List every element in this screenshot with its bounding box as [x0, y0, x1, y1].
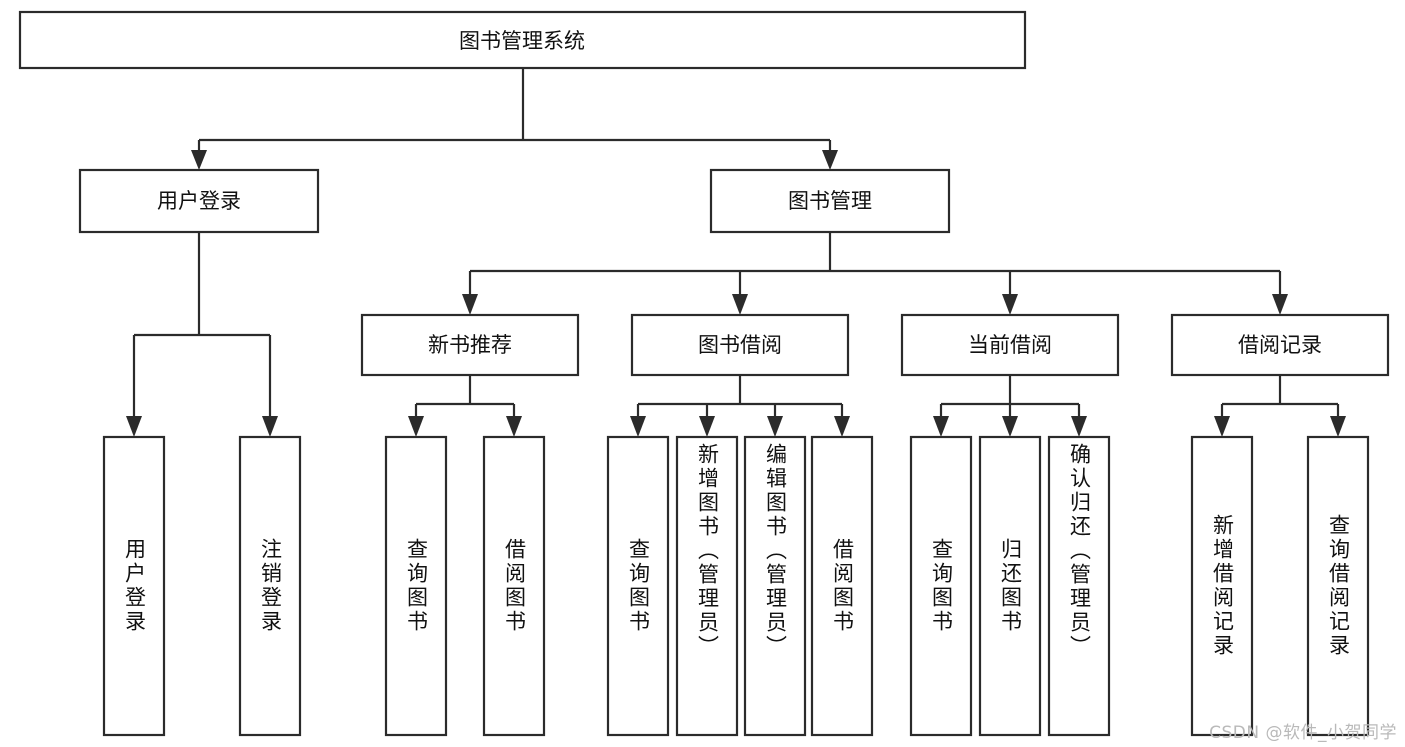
node-book-borrow-box[interactable] [630, 313, 850, 377]
leaf-box-query-book-1[interactable] [384, 435, 448, 737]
arrow-head-leaf-user-login [126, 416, 142, 437]
arrow-head-user-login [191, 150, 207, 170]
node-borrow-record[interactable]: 借阅记录 [1170, 313, 1390, 377]
arrow-head-borrow-record [1272, 294, 1288, 315]
node-book-borrow-label: 图书借阅 [698, 333, 782, 357]
leaf-box-user-login[interactable] [102, 435, 166, 737]
arrow-head-leaf-borrow-book-2 [834, 416, 850, 437]
node-user-login[interactable]: 用户登录 [78, 168, 320, 234]
arrow-head-leaf-logout [262, 416, 278, 437]
node-current-borrow[interactable]: 当前借阅 [900, 313, 1120, 377]
leaf-box-return-book[interactable] [978, 435, 1042, 737]
arrow-head-leaf-borrow-book-1 [506, 416, 522, 437]
node-book-manage[interactable]: 图书管理 [709, 168, 951, 234]
leaf-box-confirm-return[interactable] [1047, 435, 1111, 737]
arrow-head-new-book-recommend [462, 294, 478, 315]
leaf-box-borrow-book-1[interactable] [482, 435, 546, 737]
arrow-head-book-borrow [732, 294, 748, 315]
arrow-head-leaf-query-book-3 [933, 416, 949, 437]
connector-group-borrow-record [1214, 375, 1346, 437]
leaf-box-query-book-3[interactable] [909, 435, 973, 737]
node-book-borrow[interactable]: 图书借阅 [630, 313, 850, 377]
leaf-box-add-book[interactable] [675, 435, 739, 737]
node-user-login-box[interactable] [78, 168, 320, 234]
connector-group-root [191, 68, 838, 170]
connector-group-book-borrow [630, 375, 850, 437]
node-current-borrow-label: 当前借阅 [968, 333, 1052, 357]
node-current-borrow-box[interactable] [900, 313, 1120, 377]
arrow-head-leaf-return-book [1002, 416, 1018, 437]
leaf-box-add-record[interactable] [1190, 435, 1254, 737]
connector-group-user-login [126, 232, 278, 437]
arrow-head-leaf-edit-book [767, 416, 783, 437]
node-borrow-record-box[interactable] [1170, 313, 1390, 377]
node-root[interactable]: 图书管理系统 [18, 10, 1027, 70]
arrow-head-leaf-query-book-1 [408, 416, 424, 437]
node-new-book-recommend-label: 新书推荐 [428, 333, 512, 357]
csdn-watermark: CSDN @软件_小贺同学 [1209, 723, 1397, 743]
arrow-head-leaf-query-record [1330, 416, 1346, 437]
leaf-box-logout[interactable] [238, 435, 302, 737]
leaf-box-query-book-2[interactable] [606, 435, 670, 737]
connector-group-book-manage [462, 232, 1288, 315]
leaf-box-borrow-book-2[interactable] [810, 435, 874, 737]
node-book-manage-box[interactable] [709, 168, 951, 234]
leaf-box-edit-book[interactable] [743, 435, 807, 737]
leaf-box-group [102, 435, 1370, 737]
leaf-box-query-record[interactable] [1306, 435, 1370, 737]
node-new-book-recommend-box[interactable] [360, 313, 580, 377]
node-root-label: 图书管理系统 [459, 29, 585, 53]
arrow-head-current-borrow [1002, 294, 1018, 315]
node-user-login-label: 用户登录 [157, 189, 241, 213]
node-new-book-recommend[interactable]: 新书推荐 [360, 313, 580, 377]
arrow-head-leaf-add-record [1214, 416, 1230, 437]
arrow-head-leaf-add-book [699, 416, 715, 437]
node-borrow-record-label: 借阅记录 [1238, 333, 1322, 357]
connector-group-current-borrow [933, 375, 1087, 437]
node-root-box[interactable] [18, 10, 1027, 70]
arrow-head-book-manage [822, 150, 838, 170]
node-book-manage-label: 图书管理 [788, 189, 872, 213]
arrow-head-leaf-confirm-return [1071, 416, 1087, 437]
connector-group-new-book-recommend [408, 375, 522, 437]
arrow-head-leaf-query-book-2 [630, 416, 646, 437]
